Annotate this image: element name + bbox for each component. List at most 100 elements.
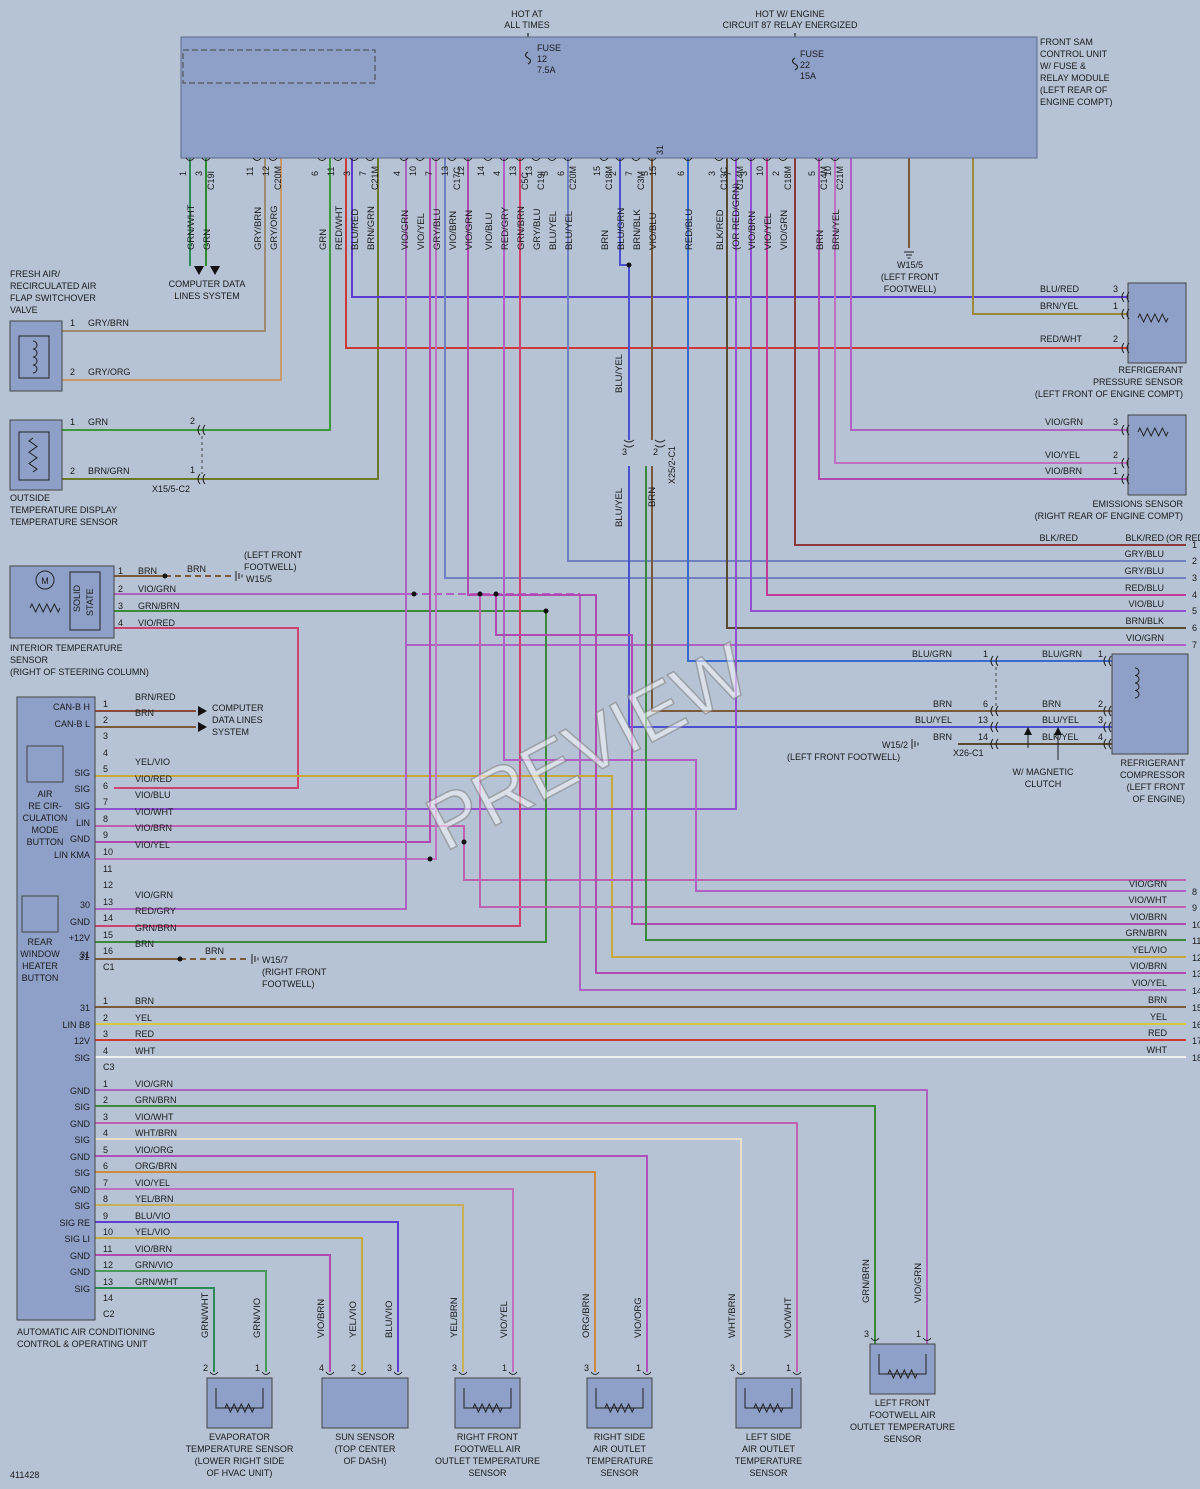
pin-number: 1 <box>1098 649 1103 659</box>
wire-yel-vio <box>95 775 1186 958</box>
air-recirc-label: MODE <box>32 825 59 835</box>
wire-label: YEL <box>1150 1012 1167 1022</box>
computer-data-label: LINES SYSTEM <box>174 291 240 301</box>
sam-pin-connector <box>447 157 457 161</box>
sam-wire-label: GRN <box>202 229 213 250</box>
wire-blu-grn <box>687 158 1112 662</box>
sensor-pin-connector <box>922 1337 932 1341</box>
refrig-pressure-title: REFRIGERANT <box>1118 365 1183 375</box>
sensor-box <box>869 1343 936 1395</box>
ground-icon <box>235 571 243 581</box>
sam-wire-label: GRN/BRN <box>516 206 527 250</box>
wire-label: BRN/YEL <box>1040 301 1079 311</box>
c2-wire <box>95 1155 648 1372</box>
pin-number: 4 <box>103 748 108 758</box>
splice-dot <box>477 591 483 597</box>
wire-grn-brn <box>95 611 547 943</box>
sam-pin-connector <box>647 157 657 161</box>
sam-wire-label: GRN <box>318 229 329 250</box>
wire-label: RED/WHT <box>1040 334 1082 344</box>
sam-pin-connector <box>615 157 625 161</box>
pin-number: 1 <box>636 1363 641 1373</box>
components-layer <box>9 36 1189 1429</box>
c2-wire <box>95 1254 331 1372</box>
wire-label: BRN <box>135 708 154 718</box>
pin-number: 9 <box>103 1211 108 1221</box>
sensor-title: SUN SENSOR <box>335 1432 395 1442</box>
pin-number: 6 <box>103 781 108 791</box>
wire-label: ORG/BRN <box>581 1294 592 1338</box>
sam-pin-connector <box>547 157 557 161</box>
hot-at-all-times-label: HOT AT <box>511 9 543 19</box>
computer-data-label: SYSTEM <box>212 727 249 737</box>
front-sam-label: ENGINE COMPT) <box>1040 97 1113 107</box>
wire-label: GRN/VIO <box>135 1260 173 1270</box>
sam-wire-label: VIO/BRN <box>747 211 758 250</box>
refrig-pressure-title: PRESSURE SENSOR <box>1093 377 1184 387</box>
pin-number: 1 <box>70 417 75 427</box>
pin-number: 4 <box>103 1046 108 1056</box>
sam-pin-connector <box>683 157 693 161</box>
wire-label: BRN <box>135 939 154 949</box>
sensor-title: RIGHT FRONT <box>457 1432 519 1442</box>
right-bus-wire <box>766 158 1186 596</box>
fuse12-label: 12 <box>537 54 547 64</box>
sam-pin-connector <box>599 157 609 161</box>
wire-label: GRN/WHT <box>200 1292 211 1338</box>
sam-wire-label: VIO/GRN <box>779 210 790 250</box>
pin-number: 10 <box>103 847 113 857</box>
wire-label: YEL <box>135 1013 152 1023</box>
sam-wire-label: BLU/YEL <box>564 211 575 250</box>
fuse12-label: 7.5A <box>537 65 556 75</box>
wire-label: BRN <box>1042 699 1061 709</box>
sam-connector-id: C17C <box>452 166 462 190</box>
wire-label: BLU/GRN <box>1042 649 1082 659</box>
pin-number: 12 <box>103 1260 113 1270</box>
sam-pin-31: 31 <box>655 145 665 155</box>
connector-icon <box>1121 457 1125 469</box>
bus-number: 1 <box>1192 540 1197 550</box>
resistor-icon <box>28 437 38 473</box>
interior-temp-title: (RIGHT OF STEERING COLUMN) <box>10 667 149 677</box>
pin-number: 2 <box>1113 450 1118 460</box>
wire-vio-red <box>114 627 299 789</box>
sensor-pin-connector <box>458 1371 468 1375</box>
pin-number: 3 <box>864 1329 869 1339</box>
pin-number: 2 <box>351 1363 356 1373</box>
c2-wire <box>95 1122 798 1372</box>
right-bus-wire <box>750 158 1186 612</box>
bus-number: 18 <box>1192 1053 1200 1063</box>
connector-icon <box>1103 655 1107 667</box>
sam-wire-label: VIO/BLU <box>484 212 495 250</box>
refrig-pressure-sensor-box <box>1127 282 1187 364</box>
w15-5-label: (LEFT FRONT <box>881 272 940 282</box>
wire-label: BLK/RED <box>1125 533 1164 543</box>
pin-number: 3 <box>730 1363 735 1373</box>
wire-label: GRY/BRN <box>88 318 129 328</box>
c2-wire <box>95 1188 514 1372</box>
fresh-air-title: FRESH AIR/ <box>10 269 61 279</box>
pin-number: 8 <box>103 1194 108 1204</box>
c1-pin-label: CAN-B H <box>53 702 90 712</box>
wire-label: VIO/WHT <box>135 1112 174 1122</box>
sensor-box <box>735 1377 802 1429</box>
wire-vio-brn-3 <box>495 594 1186 925</box>
wire-label: VIO/ORG <box>135 1145 174 1155</box>
pin-number: 1 <box>1113 466 1118 476</box>
lff-label: FOOTWELL) <box>244 562 297 572</box>
wire-label: VIO/RED <box>135 774 173 784</box>
front-sam-box <box>180 36 1038 159</box>
wire-vio-grn-2 <box>503 158 1186 892</box>
c2-pin-label: SIG RE <box>59 1218 90 1228</box>
connector-icon <box>995 705 999 717</box>
connector-icon <box>990 705 994 717</box>
figure-id: 411428 <box>10 1470 39 1480</box>
wire-label: (OR RED/GRN) <box>1166 533 1200 543</box>
bus-number: 7 <box>1192 640 1197 650</box>
wire-vio-brn-2 <box>467 158 1186 974</box>
c2-pin-label: GND <box>70 1119 91 1129</box>
c1-pin-label: LIN <box>76 818 90 828</box>
sam-pin-number: 6 <box>556 171 566 176</box>
c2-pin-label: GND <box>70 1267 91 1277</box>
wire-label: VIO/BLU <box>135 790 171 800</box>
